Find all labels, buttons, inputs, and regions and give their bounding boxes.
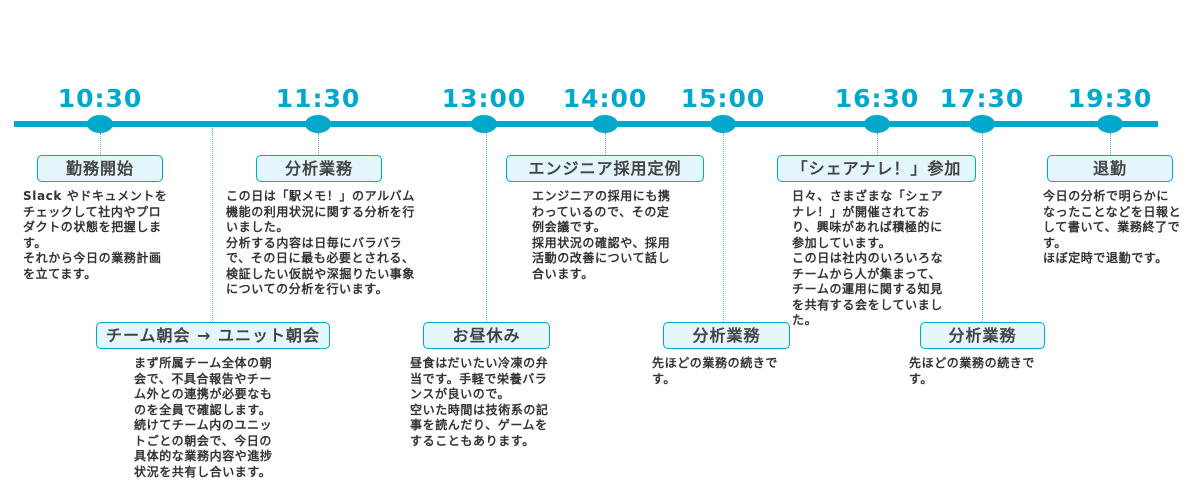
timeline-marker <box>592 115 618 133</box>
event-description: まず所属チーム全体の朝 会で、不具合報告やチー ム外との連携が必要なも のを全員… <box>134 356 273 479</box>
event-title-analysis: 分析業務 <box>663 322 790 349</box>
time-label: 15:00 <box>680 84 766 113</box>
event-title-leave-work: 退勤 <box>1047 155 1173 182</box>
connector-line <box>605 133 606 155</box>
timeline-marker <box>864 115 890 133</box>
timeline-marker <box>471 115 497 133</box>
event-description: 日々、さまざまな「シェア ナレ！」が開催されてお り、興味があれば積極的に 参加… <box>792 189 944 327</box>
timeline-marker <box>87 115 113 133</box>
event-description: Slack やドキュメントを チェックして社内やプロ ダクトの状態を把握しま す… <box>23 189 168 281</box>
event-title-recruiting-meeting: エンジニア採用定例 <box>506 155 704 182</box>
connector-line <box>100 133 101 155</box>
event-description: 先ほどの業務の続きで す。 <box>909 356 1036 386</box>
event-description: 昼食はだいたい冷凍の弁 当です。手軽で栄養バラ ンスが良いので。 空いた時間は技… <box>410 356 549 448</box>
event-title-lunch-break: お昼休み <box>423 322 550 349</box>
event-description: 今日の分析で明らかに なったことなどを日報と して書いて、業務終了で す。 ほぼ… <box>1043 189 1182 265</box>
timeline-marker <box>1097 115 1123 133</box>
time-label: 14:00 <box>562 84 648 113</box>
event-description: この日は「駅メモ！」のアルバム 機能の利用状況に関する分析を行 いました。 分析… <box>226 189 416 296</box>
event-description: 先ほどの業務の続きで す。 <box>652 356 779 386</box>
timeline-marker <box>305 115 331 133</box>
time-label: 19:30 <box>1067 84 1153 113</box>
timeline-marker <box>969 115 995 133</box>
event-title-analysis: 分析業務 <box>256 155 382 182</box>
connector-line <box>877 133 878 155</box>
timeline-axis <box>14 121 1158 127</box>
event-title-share-knowledge: 「シェアナレ！」参加 <box>777 155 976 182</box>
time-label: 17:30 <box>939 84 1025 113</box>
timeline-marker <box>710 115 736 133</box>
connector-line <box>486 133 487 322</box>
connector-line <box>212 128 213 322</box>
event-description: エンジニアの採用にも携 わっているので、その定 例会議です。 採用状況の確認や、… <box>532 189 671 281</box>
connector-line <box>723 133 724 322</box>
event-title-analysis: 分析業務 <box>920 322 1045 349</box>
connector-line <box>982 133 983 322</box>
connector-line <box>1110 133 1111 155</box>
time-label: 13:00 <box>441 84 527 113</box>
time-label: 10:30 <box>57 84 143 113</box>
time-label: 11:30 <box>275 84 361 113</box>
event-title-work-start: 勤務開始 <box>37 155 163 182</box>
connector-line <box>318 133 319 155</box>
time-label: 16:30 <box>834 84 920 113</box>
event-title-morning-meetings: チーム朝会 → ユニット朝会 <box>96 322 330 349</box>
